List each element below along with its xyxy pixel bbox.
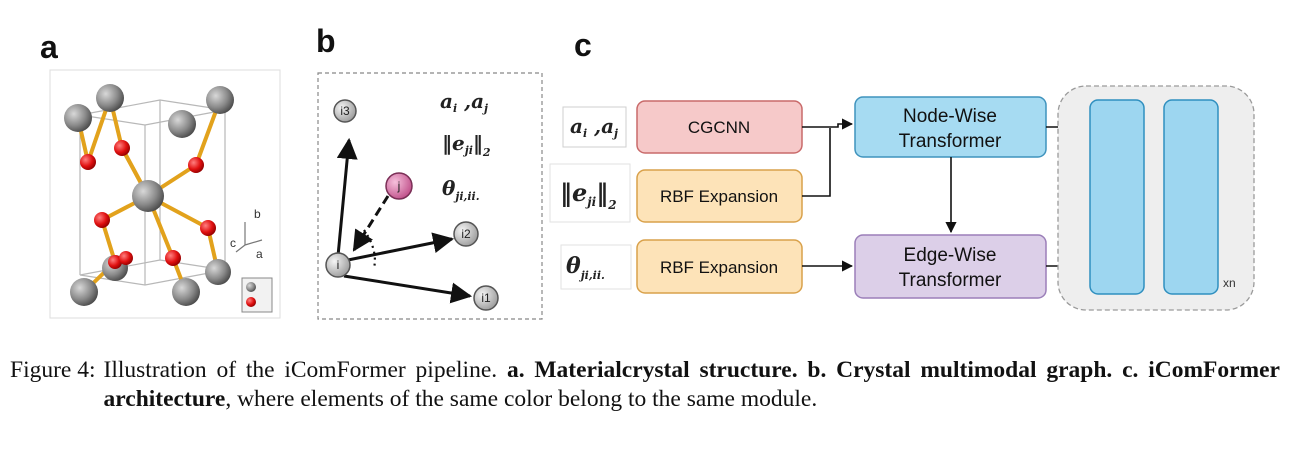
- rbf-expansion-block-2: RBF Expansion: [636, 239, 803, 294]
- crystal-graph-panel: i3 j i i2 i1 ai ,aj ‖eji‖2 θji,ii.: [317, 72, 543, 320]
- caption-text-1: Illustration of the iComFormer pipeline.: [103, 357, 507, 383]
- svg-text:RBF Expansion: RBF Expansion: [660, 258, 778, 277]
- rbf-expansion-block-1: RBF Expansion: [636, 169, 803, 223]
- svg-text:i: i: [337, 258, 340, 272]
- svg-text:CGCNN: CGCNN: [688, 118, 750, 137]
- panel-label-c: c: [574, 27, 592, 63]
- svg-text:RBF Expansion: RBF Expansion: [660, 187, 778, 206]
- caption-body: Illustration of the iComFormer pipeline.…: [104, 356, 1280, 414]
- crystal-structure-image: b c a: [49, 69, 281, 319]
- architecture-panel: ai ,aj ‖eji‖2 θji,ii. CGCNN RBF Expansio…: [549, 85, 1255, 311]
- graph-node-i2: i2: [453, 221, 479, 247]
- svg-text:Transformer: Transformer: [899, 270, 1002, 291]
- layer-block-1: [1089, 99, 1145, 295]
- svg-text:‖eji‖2: ‖eji‖2: [442, 131, 491, 159]
- layer-block-2: [1163, 99, 1219, 295]
- repeat-label: xn: [1223, 276, 1236, 290]
- input-edge-norm: ‖eji‖2: [549, 163, 631, 223]
- svg-text:Edge-Wise: Edge-Wise: [904, 245, 997, 266]
- edge-wise-transformer-block: Edge-Wise Transformer: [854, 234, 1047, 299]
- graph-node-i1: i1: [473, 285, 499, 311]
- svg-text:i1: i1: [481, 291, 491, 305]
- svg-text:ai ,aj: ai ,aj: [570, 114, 618, 140]
- caption-bold: a. Materialcrystal structure. b. Crystal…: [103, 357, 1280, 412]
- axis-label-c: c: [230, 236, 236, 250]
- graph-node-i3: i3: [333, 99, 357, 123]
- cgcnn-block: CGCNN: [636, 100, 803, 154]
- graph-node-i: i: [325, 252, 351, 278]
- node-wise-transformer-block: Node-Wise Transformer: [854, 96, 1047, 158]
- formula-atom-features: ai ,aj: [440, 89, 488, 115]
- svg-text:i2: i2: [461, 227, 471, 241]
- figure-caption: Figure 4: Illustration of the iComFormer…: [10, 356, 1280, 414]
- axis-label-b: b: [254, 207, 261, 221]
- input-atom-features: ai ,aj: [562, 106, 627, 148]
- formula-angle: θji,ii.: [442, 176, 480, 203]
- svg-text:j: j: [397, 179, 401, 193]
- axis-label-a: a: [256, 247, 263, 261]
- svg-text:ai ,aj: ai ,aj: [440, 89, 488, 115]
- svg-text:Transformer: Transformer: [899, 131, 1002, 152]
- svg-text:i3: i3: [340, 104, 350, 118]
- panel-label-a: a: [40, 29, 58, 65]
- graph-node-j: j: [385, 172, 413, 200]
- svg-text:θji,ii.: θji,ii.: [442, 176, 480, 203]
- input-angle: θji,ii.: [560, 244, 632, 290]
- panel-label-b: b: [316, 23, 336, 59]
- caption-label: Figure 4:: [10, 357, 96, 383]
- stacked-layers-block: xn: [1057, 85, 1255, 311]
- caption-text-2: , where elements of the same color belon…: [225, 386, 818, 412]
- figure-4-illustration: a b c: [40, 23, 1255, 320]
- formula-edge-norm: ‖eji‖2: [442, 131, 491, 159]
- svg-text:Node-Wise: Node-Wise: [903, 106, 997, 127]
